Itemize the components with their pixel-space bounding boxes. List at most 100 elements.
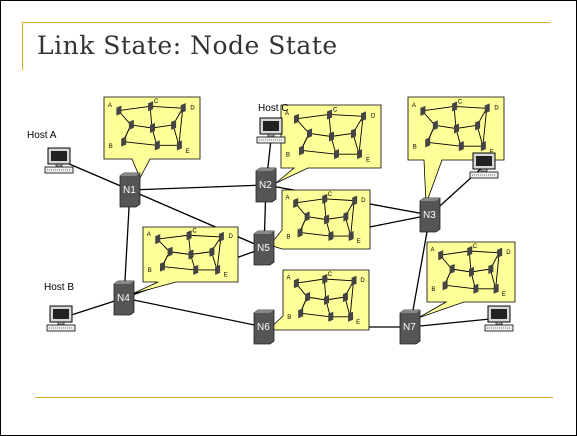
mini-link [307, 296, 327, 301]
mini-router [488, 264, 494, 274]
bubble-letter-c: C [333, 107, 338, 113]
mini-link [123, 141, 157, 146]
link-host-e-N7 [409, 317, 501, 328]
title-rule-top [22, 22, 550, 23]
bubble-letter-d: D [506, 250, 511, 256]
mini-router [493, 283, 499, 294]
mini-link [440, 250, 470, 256]
bubble-shape [131, 226, 239, 295]
mini-router [327, 109, 332, 120]
mini-link [444, 284, 476, 290]
bubble-letter-c: C [458, 99, 463, 105]
bubble-letter-e: E [366, 158, 370, 164]
bubble-letter-e: E [502, 292, 506, 298]
mini-link [130, 124, 153, 129]
mini-link [325, 216, 346, 220]
mini-link [325, 296, 345, 301]
mini-router [215, 264, 221, 275]
link-N1-N5 [129, 189, 265, 249]
mini-router [342, 292, 348, 302]
mini-link [295, 278, 325, 284]
mini-router [304, 211, 310, 222]
router-n3-label: N3 [423, 210, 436, 221]
mini-router [452, 101, 458, 112]
bubble-letter-b: B [286, 153, 290, 159]
link-N1-N2 [129, 184, 267, 191]
host-c-computer-icon [256, 117, 286, 144]
bubble-letter-b: B [287, 315, 291, 321]
mini-link [358, 116, 364, 155]
footer-rule [35, 397, 553, 398]
router-n4-label: N4 [117, 293, 130, 304]
mini-router [186, 230, 192, 241]
link-N3-N7 [409, 214, 431, 328]
bubble-letter-a: A [286, 195, 290, 201]
bubble-letter-e: E [356, 320, 360, 326]
mini-router [322, 274, 328, 284]
mini-router [218, 231, 224, 242]
mini-link [190, 251, 212, 255]
bubble-letter-a: A [108, 103, 112, 109]
mini-link [161, 266, 196, 271]
mini-link [482, 108, 488, 147]
mini-router [480, 141, 486, 152]
mini-link [328, 114, 364, 117]
mini-router [293, 278, 299, 289]
mini-router [305, 292, 311, 302]
router-n1-label: N1 [123, 185, 136, 196]
mini-link [470, 268, 491, 273]
mini-link [469, 250, 500, 254]
router-n4: N4 [113, 280, 135, 316]
mini-router [467, 246, 473, 256]
mini-router [322, 193, 328, 204]
mini-link [300, 312, 331, 318]
mini-link [157, 234, 189, 240]
mini-router [343, 211, 349, 222]
host-a-label: Host A [27, 130, 57, 141]
bubble-shape [417, 241, 516, 319]
mini-link [455, 124, 478, 129]
router-n7-label: N7 [403, 322, 416, 333]
mini-link [216, 236, 222, 270]
bubble-letter-b: B [286, 234, 290, 240]
mini-link [295, 114, 330, 120]
mini-router [357, 149, 362, 160]
mini-link [150, 105, 183, 109]
router-n5-label: N5 [257, 243, 270, 254]
mini-link [422, 106, 455, 112]
mini-router [425, 137, 431, 148]
router-n2-label: N2 [259, 180, 272, 191]
router-n2: N2 [255, 167, 277, 203]
mini-link [118, 105, 151, 112]
mini-router [171, 119, 177, 130]
router-n5: N5 [253, 230, 275, 266]
mini-link [350, 200, 355, 237]
mini-router [148, 101, 154, 112]
mini-link [451, 268, 472, 273]
slide-title: Link State: Node State [37, 31, 338, 60]
mini-router [154, 140, 160, 151]
bubble-letter-a: A [412, 103, 416, 109]
mini-link [308, 132, 332, 137]
title-rule-left [22, 22, 23, 70]
host-d-computer-icon [469, 152, 499, 179]
mini-link [324, 198, 355, 202]
mini-router [324, 295, 329, 305]
mini-link [178, 108, 184, 146]
mini-router [329, 131, 334, 142]
mini-router [180, 103, 186, 114]
bubble-letter-a: A [431, 248, 435, 254]
mini-router [188, 249, 194, 260]
host-b-label: Host B [44, 282, 74, 293]
bubble-letter-d: D [190, 105, 195, 111]
mini-link [169, 251, 191, 255]
link-N4-N6 [123, 297, 265, 328]
router-n6: N6 [253, 309, 275, 345]
mini-router [420, 105, 426, 116]
host-c-label: Host C [258, 103, 289, 114]
mini-router [298, 308, 304, 319]
mini-router [299, 145, 304, 156]
